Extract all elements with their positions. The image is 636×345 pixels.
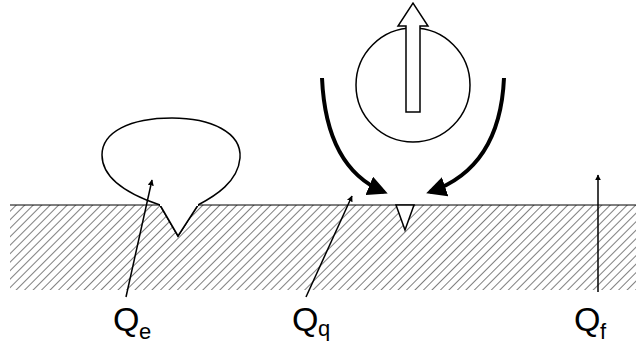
quench-flow-arrow [430, 78, 504, 192]
rise-arrow [398, 3, 428, 112]
leader-arrow [597, 175, 599, 292]
heat-flux-subscript: f [600, 321, 606, 343]
heat-flux-subscript: e [139, 321, 151, 343]
leader-arrow [126, 180, 152, 297]
surface-line [10, 205, 636, 206]
bubble-base [160, 204, 198, 206]
heated-surface [10, 205, 636, 290]
heat-flux-symbol: Q [292, 302, 318, 336]
leader-arrow [306, 196, 352, 297]
quench-flow-arrow [322, 78, 384, 192]
heat-flux-subscript: q [318, 318, 330, 340]
heat-flux-symbol: Q [113, 302, 139, 336]
heat-flux-symbol: Q [574, 302, 600, 336]
nucleation-cavity [396, 205, 414, 230]
vapor-bubble [102, 118, 240, 236]
